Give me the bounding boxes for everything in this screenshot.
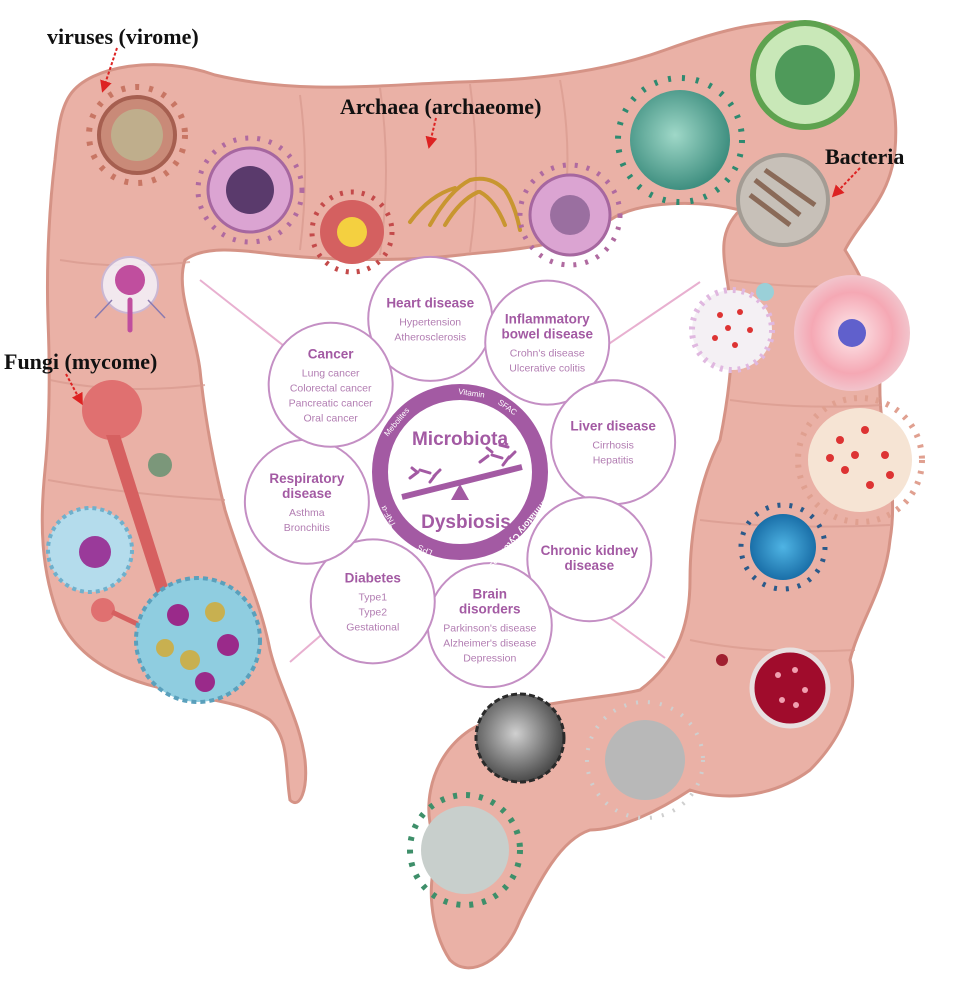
grey-virus-icon (585, 700, 705, 820)
red-cell-icon (749, 647, 831, 729)
pink-virus-icon (195, 135, 305, 245)
disease-item: Ulcerative colitis (509, 363, 585, 375)
red-dot-virus-icon (689, 287, 775, 373)
disease-title: Cancer (308, 346, 355, 361)
disease-item: Hypertension (399, 316, 461, 328)
small-cell-icon (756, 283, 774, 301)
label-fungi: Fungi (mycome) (4, 349, 157, 374)
disease-title: Liver disease (570, 419, 656, 434)
disease-title: Chronic kidney (541, 543, 639, 558)
archaea-icon (408, 176, 522, 232)
disease-item: Type1 (358, 591, 387, 603)
label-viruses: viruses (virome) (47, 24, 199, 49)
disease-item: Pancreatic cancer (289, 397, 374, 409)
disease-title: Brain (473, 587, 508, 602)
disease-circle-outline (526, 496, 653, 623)
label-arrows (65, 47, 861, 406)
hub-ring (372, 384, 548, 560)
pink-virus-icon (517, 162, 623, 268)
disease-circle-outline (243, 438, 370, 565)
disease-title: disorders (459, 602, 521, 617)
hub-microbiota: Microbiota (412, 429, 508, 450)
disease-circle-outline (309, 538, 436, 665)
microbes (46, 20, 925, 908)
label-bacteria: Bacteria (825, 144, 904, 169)
bacteria-icon (736, 153, 830, 247)
disease-title: Inflammatory (505, 312, 590, 327)
virus-icon (86, 84, 188, 186)
multicolor-virus-icon (134, 576, 262, 704)
disease-title: disease (565, 558, 615, 573)
hub-dysbiosis: Dysbiosis (421, 512, 511, 533)
label-archaea: Archaea (archaeome) (340, 94, 541, 119)
hub-ring-word: Vitamin (458, 387, 486, 400)
disease-title: Diabetes (345, 570, 401, 585)
green-virus-icon (750, 20, 860, 130)
disease-item: Bronchitis (284, 522, 330, 534)
disease-item: Parkinson's disease (443, 623, 536, 635)
disease-item: Alzheimer's disease (443, 638, 536, 650)
seesaw-icon (401, 443, 523, 500)
disease-item: Depression (463, 653, 516, 665)
disease-item: Type2 (358, 606, 387, 618)
disease-circle-outline (267, 321, 394, 448)
disease-item: Cirrhosis (592, 440, 633, 452)
disease-title: Heart disease (386, 295, 474, 310)
disease-wheel: Heart diseaseHypertensionAtherosclerosis… (243, 255, 677, 689)
disease-item: Gestational (346, 621, 399, 633)
intestine-shape (40, 20, 898, 970)
disease-item: Crohn's disease (510, 348, 585, 360)
disease-circle-outline (484, 279, 611, 406)
red-dot-virus-icon (795, 395, 925, 525)
small-cell-icon (716, 654, 728, 666)
disease-item: Atherosclerosis (394, 331, 466, 343)
disease-title: disease (282, 486, 332, 501)
blue-cell-icon (46, 506, 134, 594)
disease-item: Asthma (289, 507, 325, 519)
disease-title: bowel disease (501, 327, 593, 342)
disease-item: Oral cancer (304, 412, 359, 424)
disease-item: Lung cancer (302, 367, 360, 379)
amoeba-icon (94, 256, 166, 333)
small-cell-icon (148, 453, 172, 477)
blue-virus-icon (738, 502, 828, 592)
fungus-icon (82, 380, 172, 633)
pink-cell-icon (794, 275, 910, 391)
dark-virus-icon (474, 692, 566, 784)
disease-item: Hepatitis (593, 455, 634, 467)
red-virus-icon (309, 189, 395, 275)
hub-center (390, 402, 530, 542)
green-spiky-virus-icon (407, 792, 523, 908)
disease-title: Respiratory (269, 471, 345, 486)
disease-item: Colorectal cancer (290, 382, 372, 394)
teal-virus-icon (615, 75, 745, 205)
disease-circles: Heart diseaseHypertensionAtherosclerosis… (243, 255, 677, 689)
